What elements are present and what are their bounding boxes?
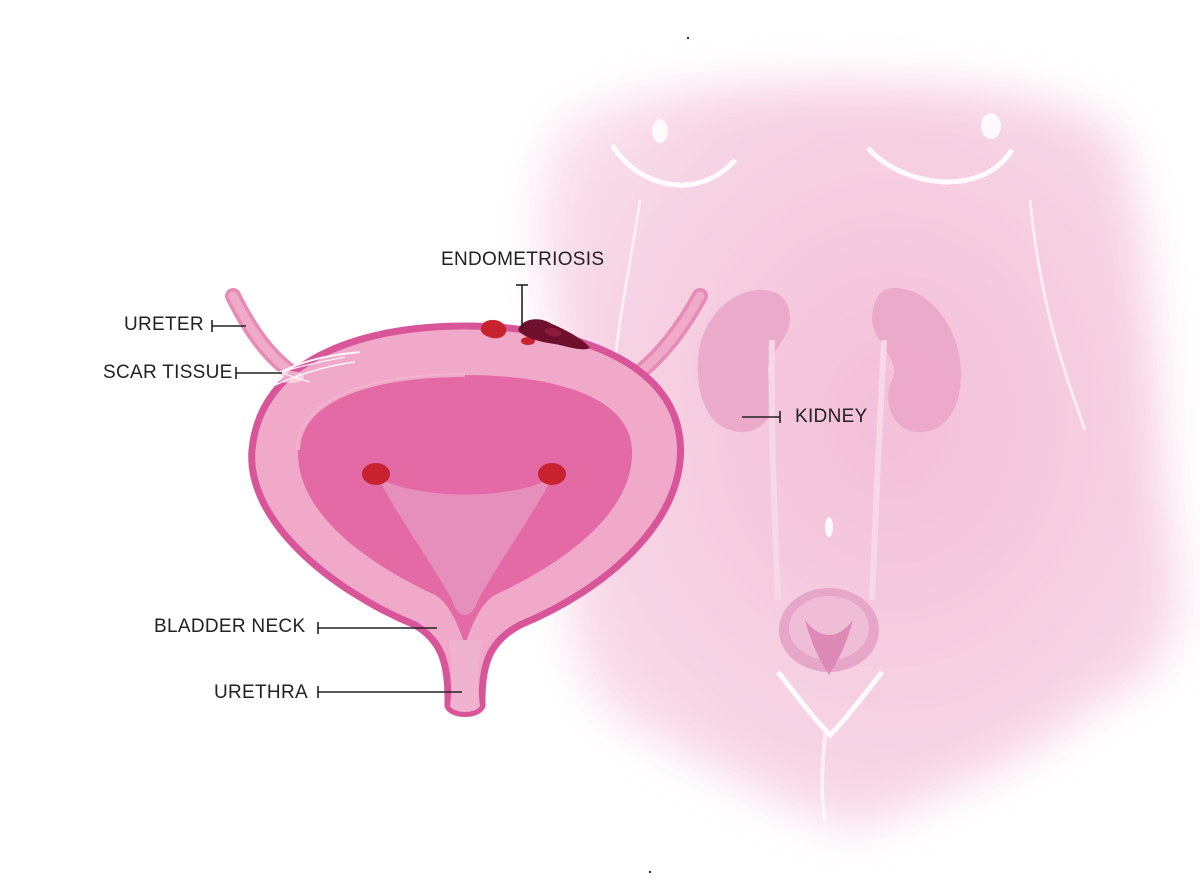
label-scar-tissue: SCAR TISSUE bbox=[103, 362, 233, 383]
leader-lines bbox=[211, 284, 781, 698]
body-silhouette bbox=[540, 82, 1179, 830]
body-ureters bbox=[768, 339, 887, 601]
ureter-tube-left bbox=[225, 288, 308, 386]
kidney-left-icon bbox=[697, 290, 790, 433]
label-bladder-neck: BLADDER NECK bbox=[154, 616, 306, 637]
label-kidney: KIDNEY bbox=[795, 406, 868, 427]
bladder-diagram bbox=[248, 322, 684, 717]
small-bladder-icon bbox=[779, 588, 879, 675]
kidney-right-icon bbox=[872, 288, 961, 432]
label-ureter: URETER bbox=[124, 314, 204, 335]
label-endometriosis: ENDOMETRIOSIS bbox=[441, 249, 605, 270]
ureteric-orifice-left bbox=[362, 463, 390, 485]
label-urethra: URETHRA bbox=[214, 682, 308, 703]
endometriosis-lesions bbox=[480, 319, 590, 350]
ureteric-orifice-right bbox=[538, 463, 566, 485]
ureter-tube-right bbox=[632, 288, 708, 380]
